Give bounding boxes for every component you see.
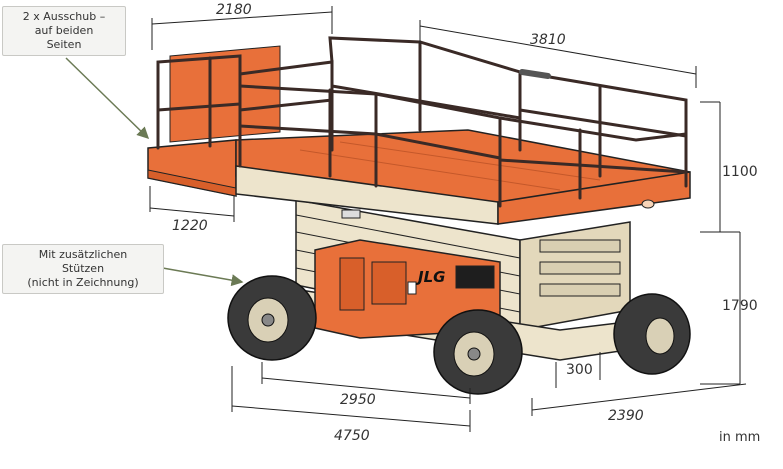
dim-label-1790: 1790 [722,298,758,314]
dim-label-2950: 2950 [340,392,376,408]
callout-support-note: Mit zusätzlichen Stützen (nicht in Zeich… [2,244,164,294]
wheel-front-left [227,275,317,361]
guard-rails [156,36,688,208]
dim-label-4750: 4750 [334,428,370,444]
dim-label-3810: 3810 [530,32,566,48]
brand-logo: JLG [415,268,445,286]
wheel-front-right [433,309,523,395]
dim-label-2390: 2390 [608,408,644,424]
platform [147,129,691,225]
dim-label-1100: 1100 [722,164,758,180]
wheel-rear-right [613,293,691,375]
unit-label: in mm [719,430,761,445]
callout-extension-note: 2 x Ausschub – auf beiden Seiten [2,6,126,56]
dim-label-1220: 1220 [172,218,208,234]
dim-label-2180: 2180 [216,2,252,18]
dim-label-300: 300 [566,362,593,378]
dimension-lines [149,6,747,432]
wheels [227,275,691,395]
